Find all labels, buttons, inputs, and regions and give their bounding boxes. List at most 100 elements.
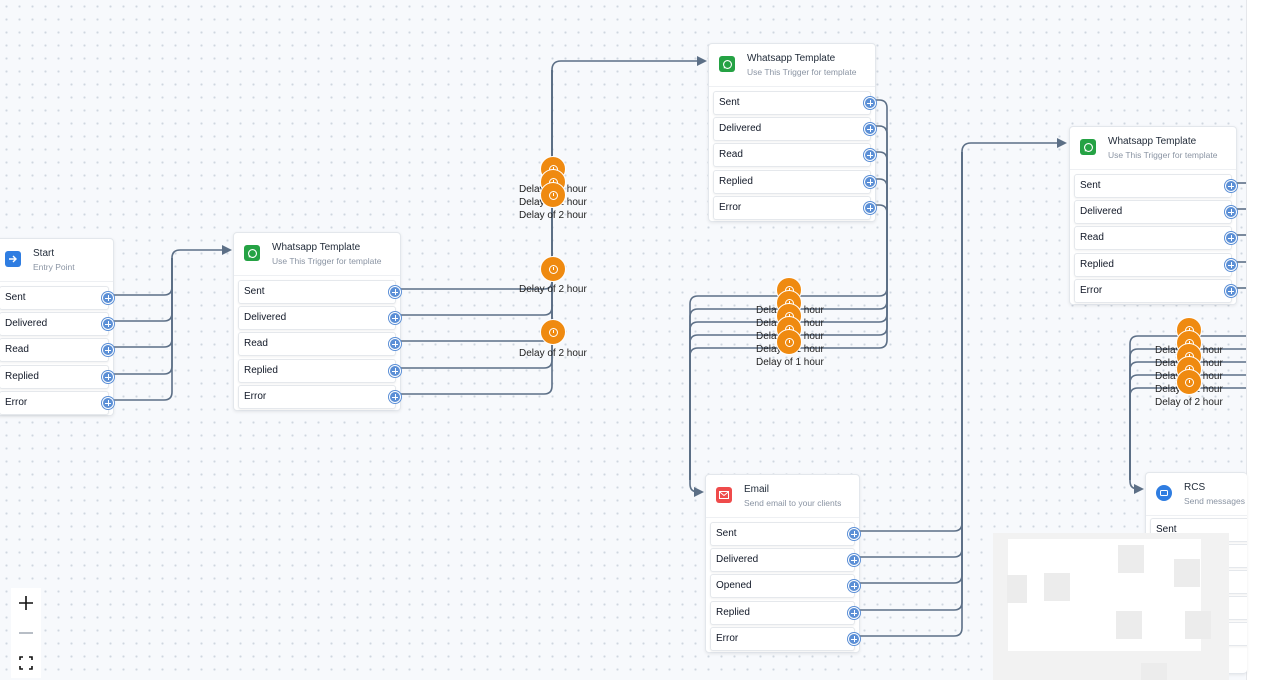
whatsapp-template-node-1[interactable]: Whatsapp Template Use This Trigger for t… <box>233 232 401 411</box>
output-label: Opened <box>716 580 752 591</box>
add-connection-icon[interactable] <box>848 528 860 540</box>
add-connection-icon[interactable] <box>1225 259 1237 271</box>
rcs-message-icon <box>1156 485 1172 501</box>
output-error[interactable]: Error <box>238 385 401 409</box>
output-error[interactable]: Error <box>713 196 876 220</box>
output-replied[interactable]: Replied <box>238 359 401 383</box>
output-read[interactable]: Read <box>238 332 401 356</box>
add-connection-icon[interactable] <box>848 607 860 619</box>
node-title: Whatsapp Template <box>272 242 361 253</box>
output-delivered[interactable]: Delivered <box>1074 200 1237 224</box>
output-label: Replied <box>719 176 753 187</box>
add-connection-icon[interactable] <box>1225 180 1237 192</box>
whatsapp-template-node-3[interactable]: Whatsapp Template Use This Trigger for t… <box>1069 126 1237 305</box>
timer-icon[interactable] <box>540 182 566 208</box>
output-delivered[interactable]: Delivered <box>0 312 114 336</box>
output-label: Sent <box>716 528 737 539</box>
add-connection-icon[interactable] <box>102 292 114 304</box>
output-delivered[interactable]: Delivered <box>238 306 401 330</box>
output-read[interactable]: Read <box>0 338 114 362</box>
output-error[interactable]: Error <box>0 391 114 415</box>
output-sent[interactable]: Sent <box>710 522 860 546</box>
timer-icon[interactable] <box>540 256 566 282</box>
timer-icon[interactable] <box>540 319 566 345</box>
timer-icon[interactable] <box>1176 369 1202 395</box>
zoom-out-button[interactable] <box>11 618 41 648</box>
output-label: Replied <box>1080 259 1114 270</box>
output-read[interactable]: Read <box>1074 226 1237 250</box>
add-connection-icon[interactable] <box>389 365 401 377</box>
whatsapp-template-node-2[interactable]: Whatsapp Template Use This Trigger for t… <box>708 43 876 222</box>
add-connection-icon[interactable] <box>864 97 876 109</box>
output-error[interactable]: Error <box>1074 279 1237 303</box>
add-connection-icon[interactable] <box>864 202 876 214</box>
add-connection-icon[interactable] <box>389 391 401 403</box>
whatsapp-icon <box>1080 139 1096 155</box>
output-opened[interactable]: Opened <box>710 574 860 598</box>
add-connection-icon[interactable] <box>102 371 114 383</box>
add-connection-icon[interactable] <box>102 344 114 356</box>
delay-label: Delay of 2 hour <box>519 284 587 295</box>
email-node[interactable]: Email Send email to your clients Sent De… <box>705 474 860 653</box>
output-label: Sent <box>244 286 265 297</box>
output-label: Sent <box>1080 180 1101 191</box>
add-connection-icon[interactable] <box>864 123 876 135</box>
output-sent[interactable]: Sent <box>713 91 876 115</box>
output-label: Sent <box>1156 524 1177 535</box>
output-label: Read <box>244 338 268 349</box>
node-header: RCS Send messages <box>1146 473 1247 516</box>
add-connection-icon[interactable] <box>102 397 114 409</box>
output-label: Delivered <box>244 312 287 323</box>
output-label: Replied <box>5 371 39 382</box>
output-label: Sent <box>5 292 26 303</box>
output-replied[interactable]: Replied <box>1074 253 1237 277</box>
delay-label: Delay of 2 hour <box>519 210 587 221</box>
add-connection-icon[interactable] <box>848 554 860 566</box>
output-label: Delivered <box>1080 206 1123 217</box>
node-subtitle: Entry Point <box>33 262 75 272</box>
node-header: Whatsapp Template Use This Trigger for t… <box>234 233 400 276</box>
delay-label: Delay of 2 hour <box>519 348 587 359</box>
node-subtitle: Use This Trigger for template <box>1108 150 1218 160</box>
node-subtitle: Send messages <box>1184 496 1245 506</box>
output-label: Delivered <box>716 554 759 565</box>
output-label: Read <box>5 344 29 355</box>
add-connection-icon[interactable] <box>389 312 401 324</box>
zoom-in-button[interactable] <box>11 588 41 618</box>
output-replied[interactable]: Replied <box>710 601 860 625</box>
add-connection-icon[interactable] <box>1225 206 1237 218</box>
add-connection-icon[interactable] <box>864 176 876 188</box>
minus-icon <box>19 632 33 634</box>
plus-icon <box>19 596 33 610</box>
output-error[interactable]: Error <box>710 627 860 651</box>
canvas-edge-strip <box>1246 0 1268 680</box>
add-connection-icon[interactable] <box>864 149 876 161</box>
start-node[interactable]: Start Entry Point Sent Delivered Read Re… <box>0 238 114 416</box>
minimap[interactable] <box>993 533 1229 680</box>
timer-icon[interactable] <box>776 329 802 355</box>
add-connection-icon[interactable] <box>102 318 114 330</box>
node-title: Start <box>33 248 55 259</box>
add-connection-icon[interactable] <box>389 286 401 298</box>
add-connection-icon[interactable] <box>1225 232 1237 244</box>
fit-view-button[interactable] <box>11 648 41 678</box>
add-connection-icon[interactable] <box>389 338 401 350</box>
output-delivered[interactable]: Delivered <box>710 548 860 572</box>
output-replied[interactable]: Replied <box>713 170 876 194</box>
output-label: Error <box>244 391 267 402</box>
add-connection-icon[interactable] <box>848 633 860 645</box>
output-delivered[interactable]: Delivered <box>713 117 876 141</box>
output-sent[interactable]: Sent <box>0 286 114 310</box>
add-connection-icon[interactable] <box>848 580 860 592</box>
output-label: Replied <box>716 607 750 618</box>
output-label: Error <box>1080 285 1103 296</box>
node-title: RCS <box>1184 482 1206 493</box>
node-subtitle: Use This Trigger for template <box>272 256 382 266</box>
output-sent[interactable]: Sent <box>1074 174 1237 198</box>
node-subtitle: Send email to your clients <box>744 498 842 508</box>
output-sent[interactable]: Sent <box>238 280 401 304</box>
output-replied[interactable]: Replied <box>0 365 114 389</box>
output-read[interactable]: Read <box>713 143 876 167</box>
output-label: Delivered <box>5 318 48 329</box>
add-connection-icon[interactable] <box>1225 285 1237 297</box>
